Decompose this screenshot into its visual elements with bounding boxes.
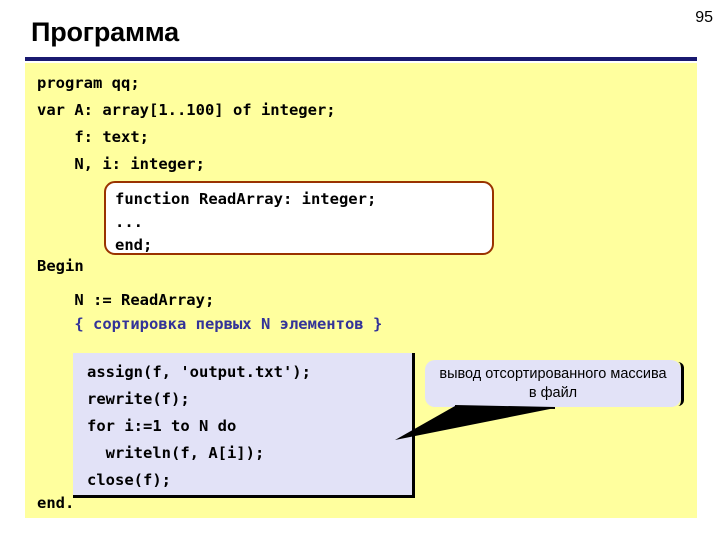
file-box-line-rewrite: rewrite(f);	[87, 390, 190, 408]
callout-bubble: вывод отсортированного массива в файл	[425, 360, 681, 407]
file-output-box: assign(f, 'output.txt'); rewrite(f); for…	[73, 353, 415, 498]
file-box-line-for: for i:=1 to N do	[87, 417, 237, 435]
code-line-var-text: f: text;	[37, 128, 149, 146]
code-line-assign-n: N := ReadArray;	[37, 291, 215, 309]
slide-header: Программа 95	[0, 0, 720, 62]
file-box-lines: assign(f, 'output.txt'); rewrite(f); for…	[87, 359, 311, 494]
file-box-line-close: close(f);	[87, 471, 171, 489]
function-box-line-ellipsis: ...	[115, 213, 143, 231]
page-title: Программа	[31, 17, 179, 47]
function-box-lines: function ReadArray: integer; ... end;	[115, 188, 376, 257]
file-box-line-writeln: writeln(f, A[i]);	[87, 444, 265, 462]
page-number: 95	[695, 9, 713, 26]
function-box-line-end: end;	[115, 236, 153, 254]
callout-bubble-edge	[678, 362, 684, 406]
function-box-line-signature: function ReadArray: integer;	[115, 190, 377, 208]
file-box-line-assign: assign(f, 'output.txt');	[87, 363, 311, 381]
code-line-end: end.	[37, 494, 75, 512]
code-line-var-integer: N, i: integer;	[37, 155, 205, 173]
callout-text: вывод отсортированного массива в файл	[439, 365, 667, 401]
code-line-begin: Begin	[37, 257, 84, 275]
function-declaration-box: function ReadArray: integer; ... end;	[104, 181, 494, 255]
code-line-comment-sort: { сортировка первых N элементов }	[37, 315, 383, 333]
code-canvas: program qq; var A: array[1..100] of inte…	[25, 63, 697, 518]
title-divider	[25, 57, 697, 61]
code-line-program: program qq;	[37, 74, 140, 92]
code-line-var-array: var A: array[1..100] of integer;	[37, 101, 336, 119]
